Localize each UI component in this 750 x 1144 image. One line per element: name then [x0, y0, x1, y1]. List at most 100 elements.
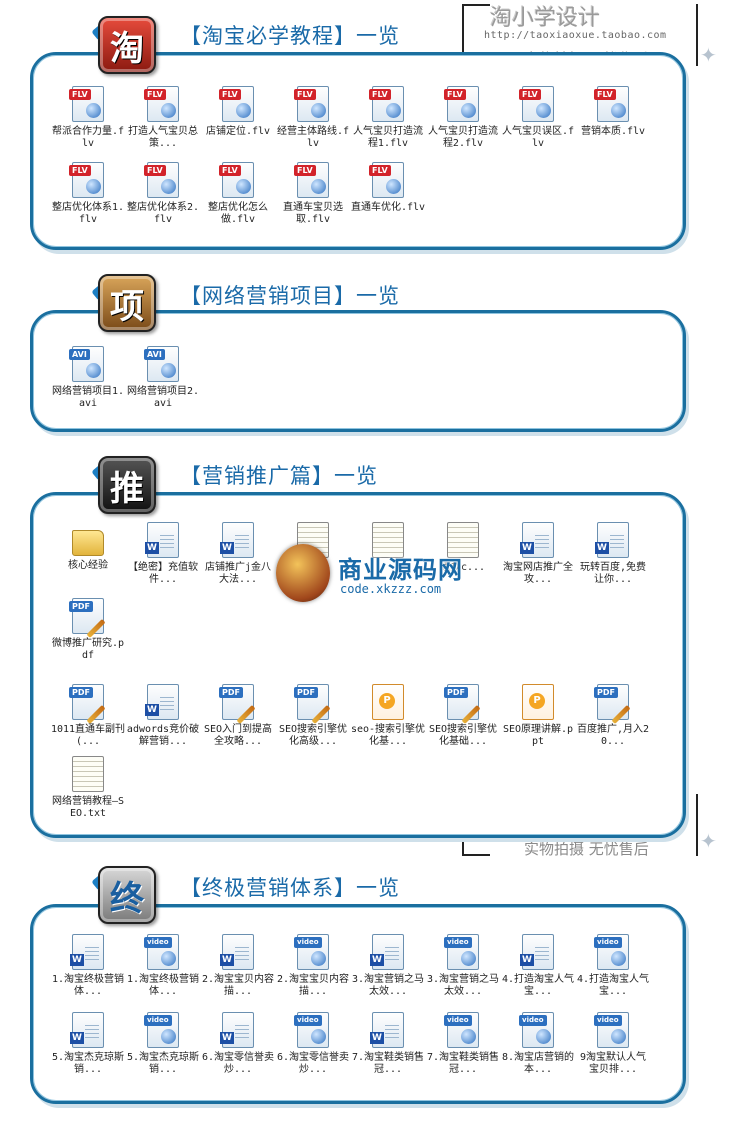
file-item[interactable]: video 2.淘宝宝贝内容描... [275, 934, 351, 998]
word-doc-icon: W [70, 1012, 104, 1048]
file-name: 9淘宝默认人气宝贝排... [579, 1052, 647, 1075]
file-item[interactable]: video 3.淘宝营销之马太效... [425, 934, 501, 998]
word-doc-icon: W [220, 934, 254, 970]
file-item[interactable]: 网络营销教程—SEO.txt [50, 756, 126, 820]
file-item[interactable] [350, 522, 426, 562]
center-logo-watermark: 商业源码网 code.xkzzz.com [276, 540, 476, 608]
file-name: 3.淘宝营销之马太效... [426, 974, 500, 997]
file-name: seo-搜索引擎优化基... [350, 724, 426, 747]
section-badge-icon: 淘 [98, 16, 156, 74]
file-item[interactable]: W 店铺推广j金八大法... [200, 522, 276, 586]
pdf-file-icon: PDF [294, 684, 331, 725]
file-name: 店铺推广j金八大法... [204, 562, 272, 585]
file-item[interactable]: FLV 帮派合作力量.flv [50, 86, 126, 150]
video-file-icon: video [144, 1012, 179, 1048]
flv-file-icon: FLV [144, 162, 179, 198]
file-name: 百度推广,月入20... [576, 724, 650, 747]
file-name: 人气宝贝打造流程1.flv [353, 126, 423, 149]
video-file-icon: video [444, 1012, 479, 1048]
folder-icon [72, 530, 104, 556]
file-name: 8.淘宝店营销的本... [501, 1052, 575, 1075]
file-name: 微博推广研究.pdf [51, 638, 125, 661]
file-name: SEO入门到提高全攻略... [203, 724, 273, 747]
file-name: 网络营销项目2.avi [126, 386, 200, 409]
text-file-icon [72, 756, 104, 792]
video-file-icon: video [294, 934, 329, 970]
file-item[interactable]: W【绝密】充值软件... [125, 522, 201, 586]
file-name: 整店优化怎么做.flv [208, 202, 268, 225]
word-doc-icon: W [145, 522, 179, 558]
word-doc-icon: W [220, 522, 254, 558]
file-item[interactable]: W 7.淘宝鞋类销售冠... [350, 1012, 426, 1076]
file-item[interactable]: FLV 整店优化体系2.flv [125, 162, 201, 226]
file-name: 经营主体路线.flv [276, 126, 350, 149]
file-item[interactable]: video 5.淘宝杰克琼斯销... [125, 1012, 201, 1076]
file-item[interactable]: video 9淘宝默认人气宝贝排... [575, 1012, 651, 1076]
file-name: 2.淘宝宝贝内容描... [276, 974, 350, 997]
file-name: 7.淘宝鞋类销售冠... [426, 1052, 500, 1075]
watermark-url: http://taoxiaoxue.taobao.com [484, 30, 667, 41]
file-item[interactable]: 核心经验 [50, 522, 126, 572]
file-name: 整店优化体系2.flv [126, 202, 200, 225]
logo-seal-icon [276, 544, 330, 602]
file-item[interactable]: video 7.淘宝鞋类销售冠... [425, 1012, 501, 1076]
flv-file-icon: FLV [444, 86, 479, 122]
pdf-file-icon: PDF [69, 684, 106, 725]
video-file-icon: video [144, 934, 179, 970]
flv-file-icon: FLV [219, 86, 254, 122]
word-doc-icon: W [145, 684, 179, 720]
file-name: 5.淘宝杰克琼斯销... [126, 1052, 200, 1075]
video-file-icon: video [444, 934, 479, 970]
section-badge-icon: 终 [98, 866, 156, 924]
file-name: 帮派合作力量.flv [51, 126, 125, 149]
video-file-icon: video [594, 1012, 629, 1048]
section-title: 【营销推广篇】一览 [180, 464, 378, 488]
video-file-icon: video [594, 934, 629, 970]
file-item[interactable]: 索规c... [425, 522, 501, 574]
file-name: 索规c... [440, 562, 486, 573]
text-file-icon [372, 522, 404, 558]
file-name: 7.淘宝鞋类销售冠... [351, 1052, 425, 1075]
file-name: SEO原理讲解.ppt [502, 724, 574, 747]
file-name: 4.打造淘宝人气宝... [501, 974, 575, 997]
flv-file-icon: FLV [69, 86, 104, 122]
word-doc-icon: W [370, 1012, 404, 1048]
video-file-icon: video [294, 1012, 329, 1048]
file-name: SEO搜索引擎优化基础... [428, 724, 498, 747]
file-name: 直通车宝贝选取.flv [283, 202, 343, 225]
